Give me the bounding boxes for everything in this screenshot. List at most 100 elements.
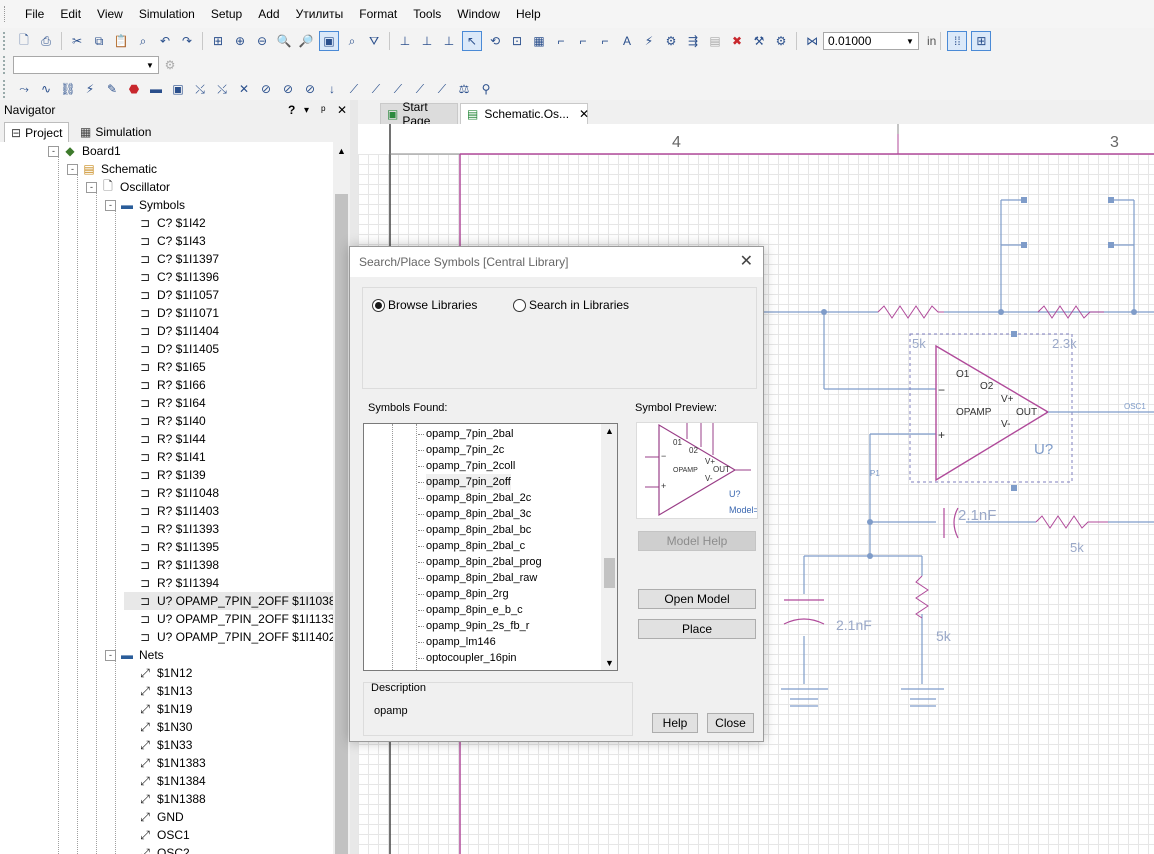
menu-help[interactable]: Help [515,7,541,21]
zoom-fit-icon[interactable]: ⊞ [212,34,224,48]
expand-toggle-icon[interactable]: - [86,181,97,193]
tree-item[interactable]: ⤢$1N30 [124,718,192,736]
sim-wave-icon[interactable]: ∿ [40,82,52,96]
symbol-list-item[interactable]: opamp_8pin_2bal_raw [417,572,538,584]
probe-down-icon[interactable]: ↓ [329,82,335,96]
pin-handle[interactable] [1108,197,1114,203]
redo-icon[interactable]: ↷ [181,34,193,48]
new-icon[interactable]: 🗋 [19,32,29,47]
symbol-list-item[interactable]: opamp_7pin_2c [417,444,505,456]
snap-grid-icon[interactable]: ⊞ [971,31,992,51]
tree-item[interactable]: ⊐C? $1I1397 [124,250,219,268]
pin-icon[interactable]: ᵖ [321,103,326,117]
toolbar-grip[interactable] [3,80,8,98]
tree-item[interactable]: ⤢OSC1 [124,826,190,844]
add-bus-entry-icon[interactable]: ⚙ [665,34,677,48]
symbol-list-item[interactable]: opamp_7pin_2bal [417,428,514,440]
junction[interactable] [867,553,873,559]
tree-item[interactable]: -◆Board1 [48,142,121,160]
tree-item[interactable]: ⊐U? OPAMP_7PIN_2OFF $1I1402 [124,628,333,646]
probe-power-icon[interactable]: ⊘ [260,82,272,96]
symbol-list-item[interactable]: optocoupler_16pin [418,652,517,664]
probe-b-icon[interactable]: ⟋ [371,81,381,96]
pin-handle[interactable] [1108,242,1114,248]
tree-item[interactable]: ⊐R? $1I1394 [124,574,219,592]
add-text-icon[interactable]: A [622,34,631,48]
dropdown-icon[interactable]: ▾ [304,104,310,116]
tree-item[interactable]: ⊐R? $1I65 [124,358,206,376]
chevron-down-icon[interactable]: ▼ [146,60,154,70]
zoom-area-icon[interactable]: 🔎 [298,34,314,48]
tree-item[interactable]: ⊐D? $1I1404 [124,322,219,340]
probe-a-icon[interactable]: ⟋ [349,81,359,96]
menu-edit[interactable]: Edit [60,7,82,21]
add-part-icon[interactable]: ▦ [533,34,545,48]
tree-item[interactable]: ⊐R? $1I44 [124,430,206,448]
add-symbol-icon[interactable]: ⊡ [511,34,523,48]
tab-schematic[interactable]: ▤ Schematic.Os... ✕ [460,103,589,124]
tree-item[interactable]: ⤢$1N12 [124,664,192,682]
tree-item[interactable]: ⊐R? $1I39 [124,466,206,484]
delete-icon[interactable]: ✖ [731,34,743,48]
junction[interactable] [821,309,827,315]
help-button[interactable]: Help [652,713,698,733]
menu-setup[interactable]: Setup [210,7,243,21]
add-pin-icon[interactable]: ⚡ [644,34,654,48]
resistor[interactable] [1037,305,1104,319]
pin-handle[interactable] [1021,197,1027,203]
add-net-icon[interactable]: ⌐ [601,34,609,48]
pin-handle[interactable] [1011,331,1017,337]
tree-item[interactable]: ⤢$1N1388 [124,790,206,808]
tree-item[interactable]: ⊐R? $1I1403 [124,502,219,520]
zoom-in-icon[interactable]: ⊕ [234,34,246,48]
tree-item[interactable]: ⊐D? $1I1405 [124,340,219,358]
symbol-list-item[interactable]: opamp_lm146 [418,636,496,648]
grid-value-combo[interactable]: 0.01000 ▼ [823,32,919,50]
sim-netlist-icon[interactable]: ⛓ [60,82,76,96]
tree-item[interactable]: ⤢$1N1384 [124,772,206,790]
capacitor[interactable] [953,507,959,539]
tree-item[interactable]: ⊐C? $1I43 [124,232,206,250]
menu-view[interactable]: View [97,7,123,21]
align-left-icon[interactable]: ⊥ [399,34,411,48]
close-button[interactable]: Close [707,713,754,733]
list-scrollbar[interactable]: ▲ ▼ [601,424,617,670]
tree-item[interactable]: ⤢$1N19 [124,700,192,718]
probe-e-icon[interactable]: ⟋ [437,81,447,96]
tree-item[interactable]: -▬Symbols [105,196,185,214]
align-center-icon[interactable]: ⊥ [421,34,433,48]
cut-icon[interactable]: ✂ [71,34,83,48]
expand-toggle-icon[interactable]: - [105,649,116,661]
probe-diff-icon[interactable]: ✕ [238,82,250,96]
junction[interactable] [998,309,1004,315]
probe-f-icon[interactable]: ⚖ [458,82,470,96]
scroll-up-icon[interactable]: ▲ [337,146,346,156]
resistor[interactable] [915,575,929,619]
zoom-previous-icon[interactable]: ⌕ [348,33,356,48]
tree-item[interactable]: ⊐R? $1I1393 [124,520,219,538]
resistor[interactable] [1035,515,1108,529]
sim-run-icon[interactable]: ⚡ [85,82,95,96]
binoculars-icon[interactable]: ⚲ [481,82,491,96]
capacitor[interactable] [783,618,825,625]
dialog-titlebar[interactable]: Search/Place Symbols [Central Library] ✕ [350,247,763,277]
hierarchy-icon[interactable]: ⇶ [687,34,699,48]
search-libraries-radio[interactable]: Search in Libraries [513,298,629,312]
sim-probe-icon[interactable]: ✎ [106,82,118,96]
probe-voltage-icon[interactable]: ⤯ [195,81,205,96]
tree-item[interactable]: ⤢$1N33 [124,736,192,754]
symbol-list-item[interactable]: opamp_8pin_2bal_bc [417,524,532,536]
expand-toggle-icon[interactable]: - [48,145,59,157]
toolbar-grip[interactable] [3,56,8,74]
probe-power2-icon[interactable]: ⊘ [282,82,294,96]
tree-scrollbar[interactable]: ▲ [333,142,350,854]
tab-simulation[interactable]: ▦ Simulation [74,122,157,141]
pin-handle[interactable] [1011,485,1017,491]
menu-add[interactable]: Add [258,7,280,21]
options-icon[interactable]: ⚙ [775,34,787,48]
pin-handle[interactable] [1021,242,1027,248]
sim-stop-icon[interactable]: ⬣ [128,82,140,96]
scrollbar-thumb[interactable] [335,194,348,854]
close-icon[interactable]: ✕ [337,103,348,117]
